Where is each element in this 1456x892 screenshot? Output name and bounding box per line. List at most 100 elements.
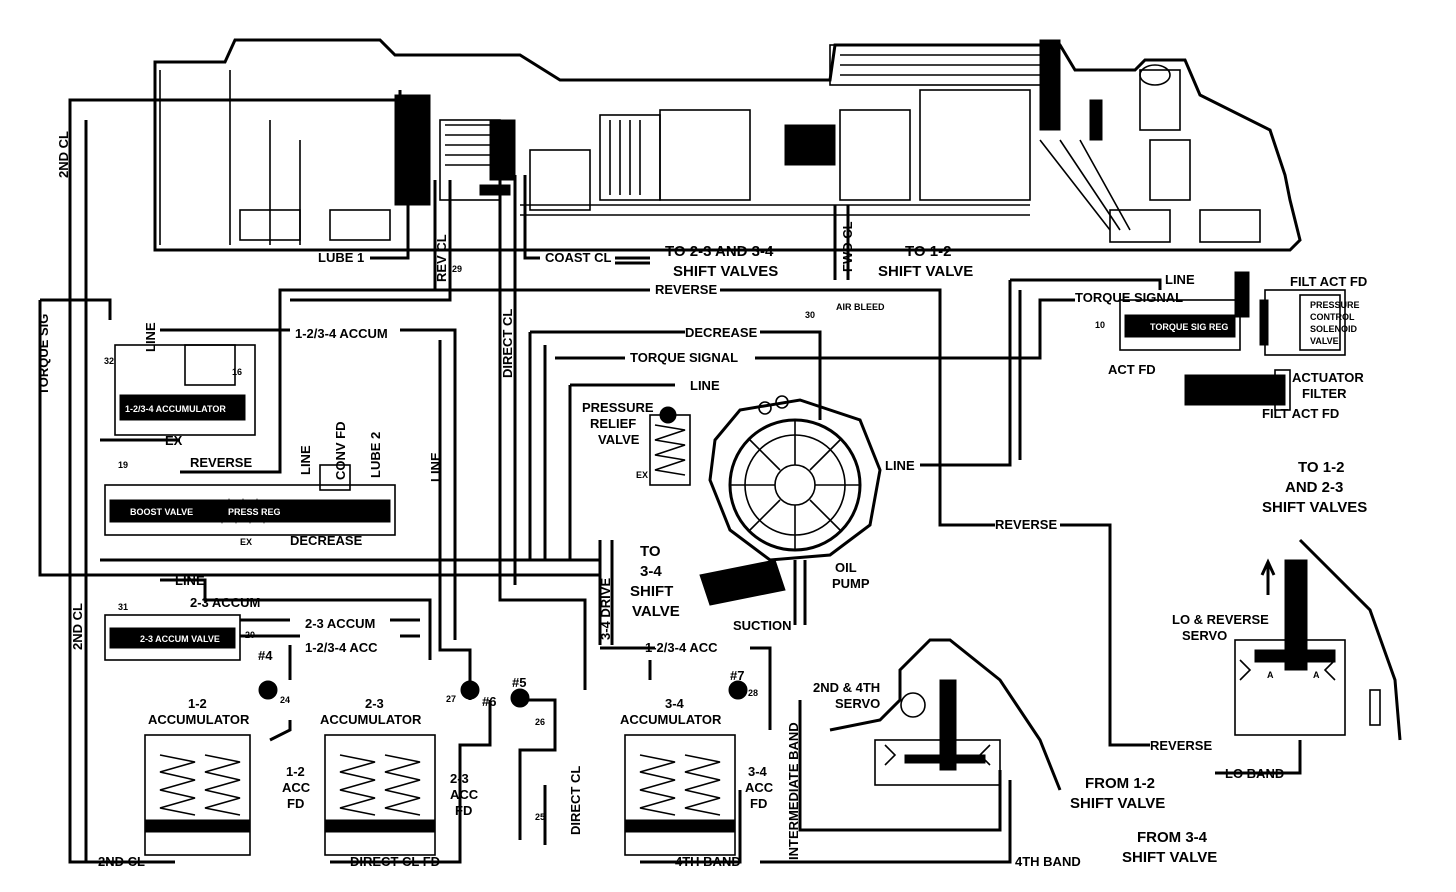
label-4th-band-1: 4TH BAND xyxy=(675,854,741,869)
label-from34-2: SHIFT VALVE xyxy=(1122,849,1217,866)
label-23-accum-2: 2-3 ACCUM xyxy=(305,616,375,631)
label-lube2: LUBE 2 xyxy=(368,432,383,478)
label-lo-rev-2: SERVO xyxy=(1182,628,1227,643)
pressure-control-solenoid xyxy=(1259,289,1346,356)
label-filt-act-fd-top: FILT ACT FD xyxy=(1290,274,1367,289)
label-to-34-4: VALVE xyxy=(632,603,680,620)
label-acc23-2: ACCUMULATOR xyxy=(320,712,422,727)
label-acc-fd34-2: ACC xyxy=(745,780,774,795)
label-1234-acc-left: 1-2/3-4 ACC xyxy=(305,640,378,655)
label-23-accum-valve: 2-3 ACCUM VALVE xyxy=(140,634,220,644)
label-orifice-32: 32 xyxy=(104,356,114,366)
label-direct-cl-fd: DIRECT CL FD xyxy=(350,854,440,869)
label-suction: SUCTION xyxy=(733,618,792,633)
label-orifice-31: 31 xyxy=(118,602,128,612)
label-accumulator-valve: 1-2/3-4 ACCUMULATOR xyxy=(125,404,226,414)
accumulator-34 xyxy=(624,734,736,856)
label-23-accum-1: 2-3 ACCUM xyxy=(190,595,260,610)
label-ex-2: EX xyxy=(240,537,252,547)
label-line-relief: LINE xyxy=(690,378,720,393)
actuator-filter xyxy=(1184,369,1291,411)
label-ck5: #5 xyxy=(512,675,526,690)
label-acc-fd23-1: 2-3 xyxy=(450,771,469,786)
label-from34-1: FROM 3-4 xyxy=(1137,829,1208,846)
label-from12-1: FROM 1-2 xyxy=(1085,775,1155,792)
check-ball-5 xyxy=(510,688,530,708)
label-pcs-4: VALVE xyxy=(1310,336,1339,346)
label-ex-relief: EX xyxy=(636,470,648,480)
label-act-fd: ACT FD xyxy=(1108,362,1156,377)
label-4th-band-2: 4TH BAND xyxy=(1015,854,1081,869)
label-orifice-24: 24 xyxy=(280,695,290,705)
valve-boost-press-reg xyxy=(104,464,396,536)
label-oil: OIL xyxy=(835,560,857,575)
label-shift-valve-12: SHIFT VALVE xyxy=(878,263,973,280)
label-34-drive: 3-4 DRIVE xyxy=(598,578,613,640)
label-shift-valves-top: SHIFT VALVES xyxy=(673,263,778,280)
check-ball-6 xyxy=(460,680,480,700)
label-orifice-19: 19 xyxy=(118,460,128,470)
label-vbs-reg: VBS REG xyxy=(1238,271,1248,312)
label-intermediate-band: INTERMEDIATE BAND xyxy=(786,722,801,860)
label-acc-fd12-2: ACC xyxy=(282,780,311,795)
label-direct-cl-lower: DIRECT CL xyxy=(568,766,583,835)
label-actuator: ACTUATOR xyxy=(1292,370,1364,385)
label-ex-1: EX xyxy=(165,433,183,448)
oil-pump xyxy=(699,395,882,606)
label-filt-act-fd-bottom: FILT ACT FD xyxy=(1262,406,1339,421)
up-arrow-icon xyxy=(1260,558,1276,595)
label-from12-2: SHIFT VALVE xyxy=(1070,795,1165,812)
label-ck6: #6 xyxy=(482,694,496,709)
label-to-34-3: SHIFT xyxy=(630,583,673,600)
label-orifice-26: 26 xyxy=(535,717,545,727)
label-to-34-2: 3-4 xyxy=(640,563,662,580)
label-torque-signal-right: TORQUE SIGNAL xyxy=(1075,290,1183,305)
label-torque-sig-reg: TORQUE SIG REG xyxy=(1150,322,1228,332)
label-ck7: #7 xyxy=(730,668,744,683)
label-filter: FILTER xyxy=(1302,386,1347,401)
label-air-bleed: AIR BLEED xyxy=(836,302,885,312)
label-acc34-1: 3-4 xyxy=(665,696,685,711)
label-pcs-3: SOLENOID xyxy=(1310,324,1358,334)
label-acc-fd34-1: 3-4 xyxy=(748,764,768,779)
label-acc-fd12-3: FD xyxy=(287,796,304,811)
label-orifice-30: 30 xyxy=(805,310,815,320)
label-2nd-cl-bottom: 2ND CL xyxy=(98,854,145,869)
label-pcs-2: CONTROL xyxy=(1310,312,1355,322)
valve-23-accum xyxy=(104,614,241,661)
label-1234-acc-right: 1-2/3-4 ACC xyxy=(645,640,718,655)
label-orifice-25: 25 xyxy=(535,812,545,822)
label-servo-a-1: A xyxy=(1267,670,1274,680)
label-orifice-28: 28 xyxy=(748,688,758,698)
label-acc-fd34-3: FD xyxy=(750,796,767,811)
label-orifice-29: 29 xyxy=(452,264,462,274)
label-decrease-bottom: DECREASE xyxy=(290,533,363,548)
hydraulic-passages xyxy=(38,90,1302,864)
label-pressure-relief-3: VALVE xyxy=(598,432,640,447)
valve-1234-accumulator xyxy=(114,344,256,436)
labels: LUBE 1 REV CL COAST CL TO 2-3 AND 3-4 SH… xyxy=(36,131,1367,869)
label-orifice-27: 27 xyxy=(446,694,456,704)
transmission-cross-section xyxy=(153,38,1302,252)
label-reverse-top: REVERSE xyxy=(655,282,717,297)
label-line-pump: LINE xyxy=(885,458,915,473)
label-accum-1234: 1-2/3-4 ACCUM xyxy=(295,326,388,341)
label-pressure-relief-2: RELIEF xyxy=(590,416,636,431)
label-orifice-16: 16 xyxy=(232,367,242,377)
check-balls xyxy=(258,680,748,708)
label-coast-cl: COAST CL xyxy=(545,250,612,265)
label-acc23-1: 2-3 xyxy=(365,696,384,711)
valve-torque-sig-reg xyxy=(1119,271,1250,351)
label-to-23-34: TO 2-3 AND 3-4 xyxy=(665,243,774,260)
label-decrease-top: DECREASE xyxy=(685,325,758,340)
label-press-reg: PRESS REG xyxy=(228,507,281,517)
servo-lo-reverse xyxy=(1234,538,1402,741)
label-acc-fd12-1: 1-2 xyxy=(286,764,305,779)
label-reverse-left: REVERSE xyxy=(190,455,252,470)
label-lo-rev-1: LO & REVERSE xyxy=(1172,612,1269,627)
label-acc-fd23-2: ACC xyxy=(450,787,479,802)
label-ck4: #4 xyxy=(258,648,273,663)
label-to-1223-3: SHIFT VALVES xyxy=(1262,499,1367,516)
label-to-1223-1: TO 1-2 xyxy=(1298,459,1344,476)
